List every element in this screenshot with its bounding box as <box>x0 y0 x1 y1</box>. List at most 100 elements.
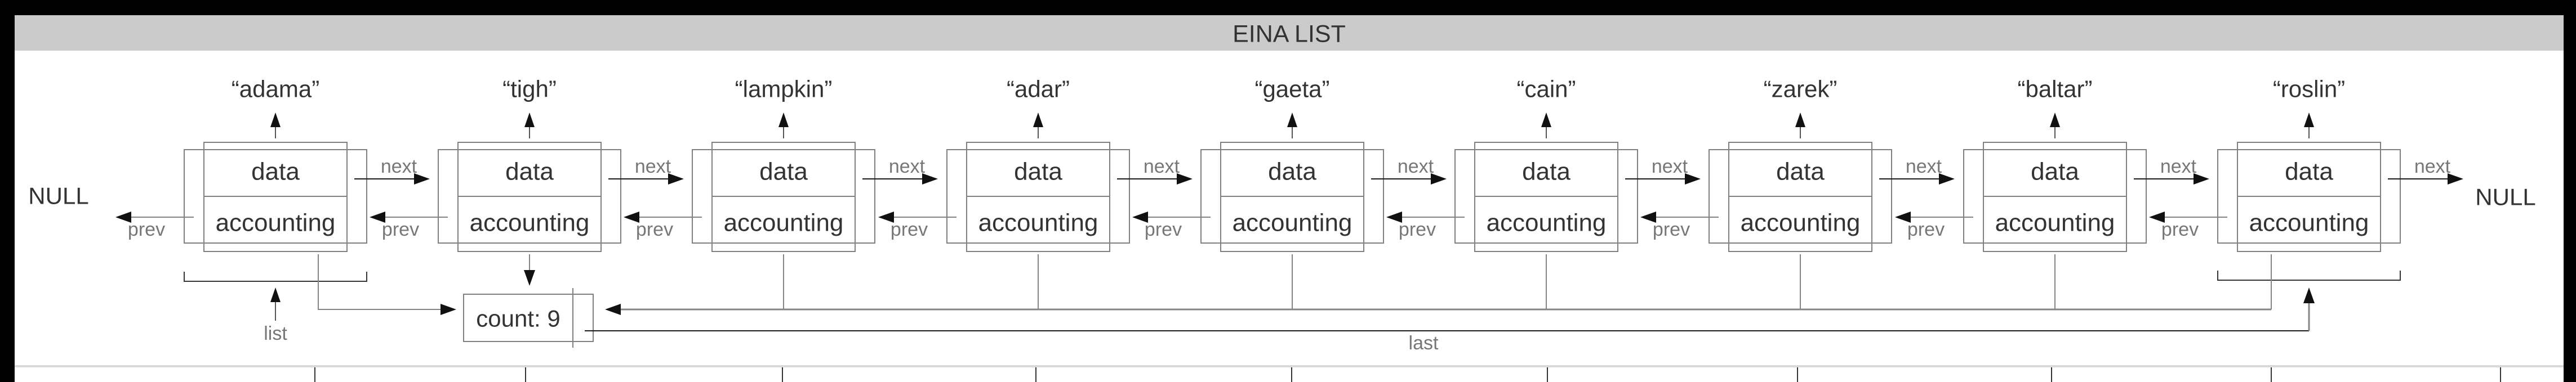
node-name-arrowhead <box>1033 113 1043 127</box>
node-name-arrowhead <box>1795 113 1805 127</box>
prev-arrow-label: prev <box>1399 219 1436 240</box>
title-bar <box>15 15 2564 51</box>
node-name-label: “zarek” <box>1764 76 1838 102</box>
node-accounting-cell: accounting <box>2249 209 2369 237</box>
node-data-cell: data <box>505 158 554 186</box>
next-arrowhead <box>2194 173 2209 185</box>
null-label-left: NULL <box>28 183 88 209</box>
node-name-arrowhead <box>524 113 535 127</box>
last-pointer-arrowhead <box>2303 287 2315 303</box>
list-pointer-arrowhead <box>270 287 281 302</box>
node-data-cell: data <box>1522 158 1570 186</box>
next-arrow-label: next <box>1906 156 1942 177</box>
next-arrowhead <box>1431 173 1447 185</box>
page-title: EINA LIST <box>1233 21 1346 48</box>
prev-arrow-label: prev <box>128 219 165 240</box>
next-arrowhead <box>1685 173 1701 185</box>
window-border-right <box>2564 0 2576 382</box>
node-name-arrowhead <box>778 113 789 127</box>
window-border-left <box>0 0 15 382</box>
prev-arrowhead <box>1386 212 1402 223</box>
prev-arrowhead <box>1895 212 1911 223</box>
node-outer-box <box>184 149 367 244</box>
node-accounting-cell: accounting <box>1995 209 2115 237</box>
next-arrow-label: next <box>1144 156 1180 177</box>
accounting-link-first <box>318 254 441 310</box>
node-data-cell: data <box>1776 158 1825 186</box>
prev-arrowhead <box>1640 212 1656 223</box>
node-bracket <box>2217 271 2401 281</box>
accounting-collector-arrowhead <box>605 304 621 315</box>
prev-arrowhead <box>624 212 639 223</box>
prev-arrow-label: prev <box>1145 219 1182 240</box>
node-outer-box <box>2217 149 2401 244</box>
node-outer-box <box>946 149 1130 244</box>
next-arrowhead <box>414 173 430 185</box>
node-accounting-cell: accounting <box>1487 209 1607 237</box>
node-name-arrowhead <box>270 113 281 127</box>
count-box-text: count: 9 <box>476 305 560 332</box>
node-data-cell: data <box>2031 158 2079 186</box>
node-name-label: “baltar” <box>2017 76 2092 102</box>
list-pointer-label: list <box>264 323 287 344</box>
prev-arrowhead <box>2149 212 2165 223</box>
node-data-cell: data <box>1268 158 1316 186</box>
bottom-separator-rule <box>15 365 2564 367</box>
next-arrowhead <box>1939 173 1955 185</box>
node-name-label: “tigh” <box>502 76 557 102</box>
node-name-label: “cain” <box>1516 76 1576 102</box>
null-label-right: NULL <box>2475 184 2535 210</box>
node-outer-box <box>438 149 621 244</box>
node-data-cell: data <box>251 158 300 186</box>
node-data-cell: data <box>2285 158 2333 186</box>
prev-arrow-label: prev <box>382 219 419 240</box>
prev-arrow-label: prev <box>636 219 673 240</box>
node-name-arrowhead <box>1541 113 1551 127</box>
node-bracket <box>184 272 367 282</box>
node-name-label: “lampkin” <box>735 76 833 102</box>
node-outer-box <box>692 149 875 244</box>
next-arrow-label: next <box>889 156 926 177</box>
next-arrowhead <box>668 173 684 185</box>
next-arrow-label: next <box>2414 156 2451 177</box>
node-data-cell: data <box>1014 158 1062 186</box>
node-accounting-cell: accounting <box>470 209 590 237</box>
node-outer-box <box>1963 149 2147 244</box>
last-pointer-label: last <box>1409 332 1439 354</box>
next-arrowhead <box>2448 173 2463 185</box>
prev-arrow-label: prev <box>2161 219 2199 240</box>
node-outer-box <box>1454 149 1638 244</box>
count-box <box>463 294 594 342</box>
prev-arrowhead <box>115 212 131 223</box>
node-name-arrowhead <box>2304 113 2314 127</box>
next-arrow-label: next <box>381 156 417 177</box>
prev-arrow-label: prev <box>1653 219 1690 240</box>
node-accounting-cell: accounting <box>1741 209 1861 237</box>
node-name-label: “adar” <box>1007 76 1070 102</box>
node-name-label: “gaeta” <box>1254 76 1329 102</box>
next-arrowhead <box>1177 173 1193 185</box>
accounting-link-first-arrowhead <box>441 304 456 315</box>
node-accounting-cell: accounting <box>216 209 336 237</box>
prev-arrow-label: prev <box>1907 219 1945 240</box>
prev-arrowhead <box>1132 212 1148 223</box>
accounting-link-second-arrowhead <box>524 270 535 286</box>
node-accounting-cell: accounting <box>724 209 844 237</box>
next-arrow-label: next <box>2160 156 2197 177</box>
node-accounting-cell: accounting <box>1233 209 1352 237</box>
prev-arrowhead <box>878 212 894 223</box>
node-name-label: “roslin” <box>2273 76 2345 102</box>
node-name-arrowhead <box>1287 113 1297 127</box>
node-outer-box <box>1200 149 1384 244</box>
node-name-label: “adama” <box>232 76 319 102</box>
next-arrow-label: next <box>635 156 671 177</box>
node-name-arrowhead <box>2050 113 2060 127</box>
node-data-cell: data <box>759 158 808 186</box>
node-accounting-cell: accounting <box>978 209 1098 237</box>
next-arrowhead <box>922 173 938 185</box>
next-arrow-label: next <box>1652 156 1688 177</box>
prev-arrowhead <box>370 212 385 223</box>
next-arrow-label: next <box>1398 156 1434 177</box>
